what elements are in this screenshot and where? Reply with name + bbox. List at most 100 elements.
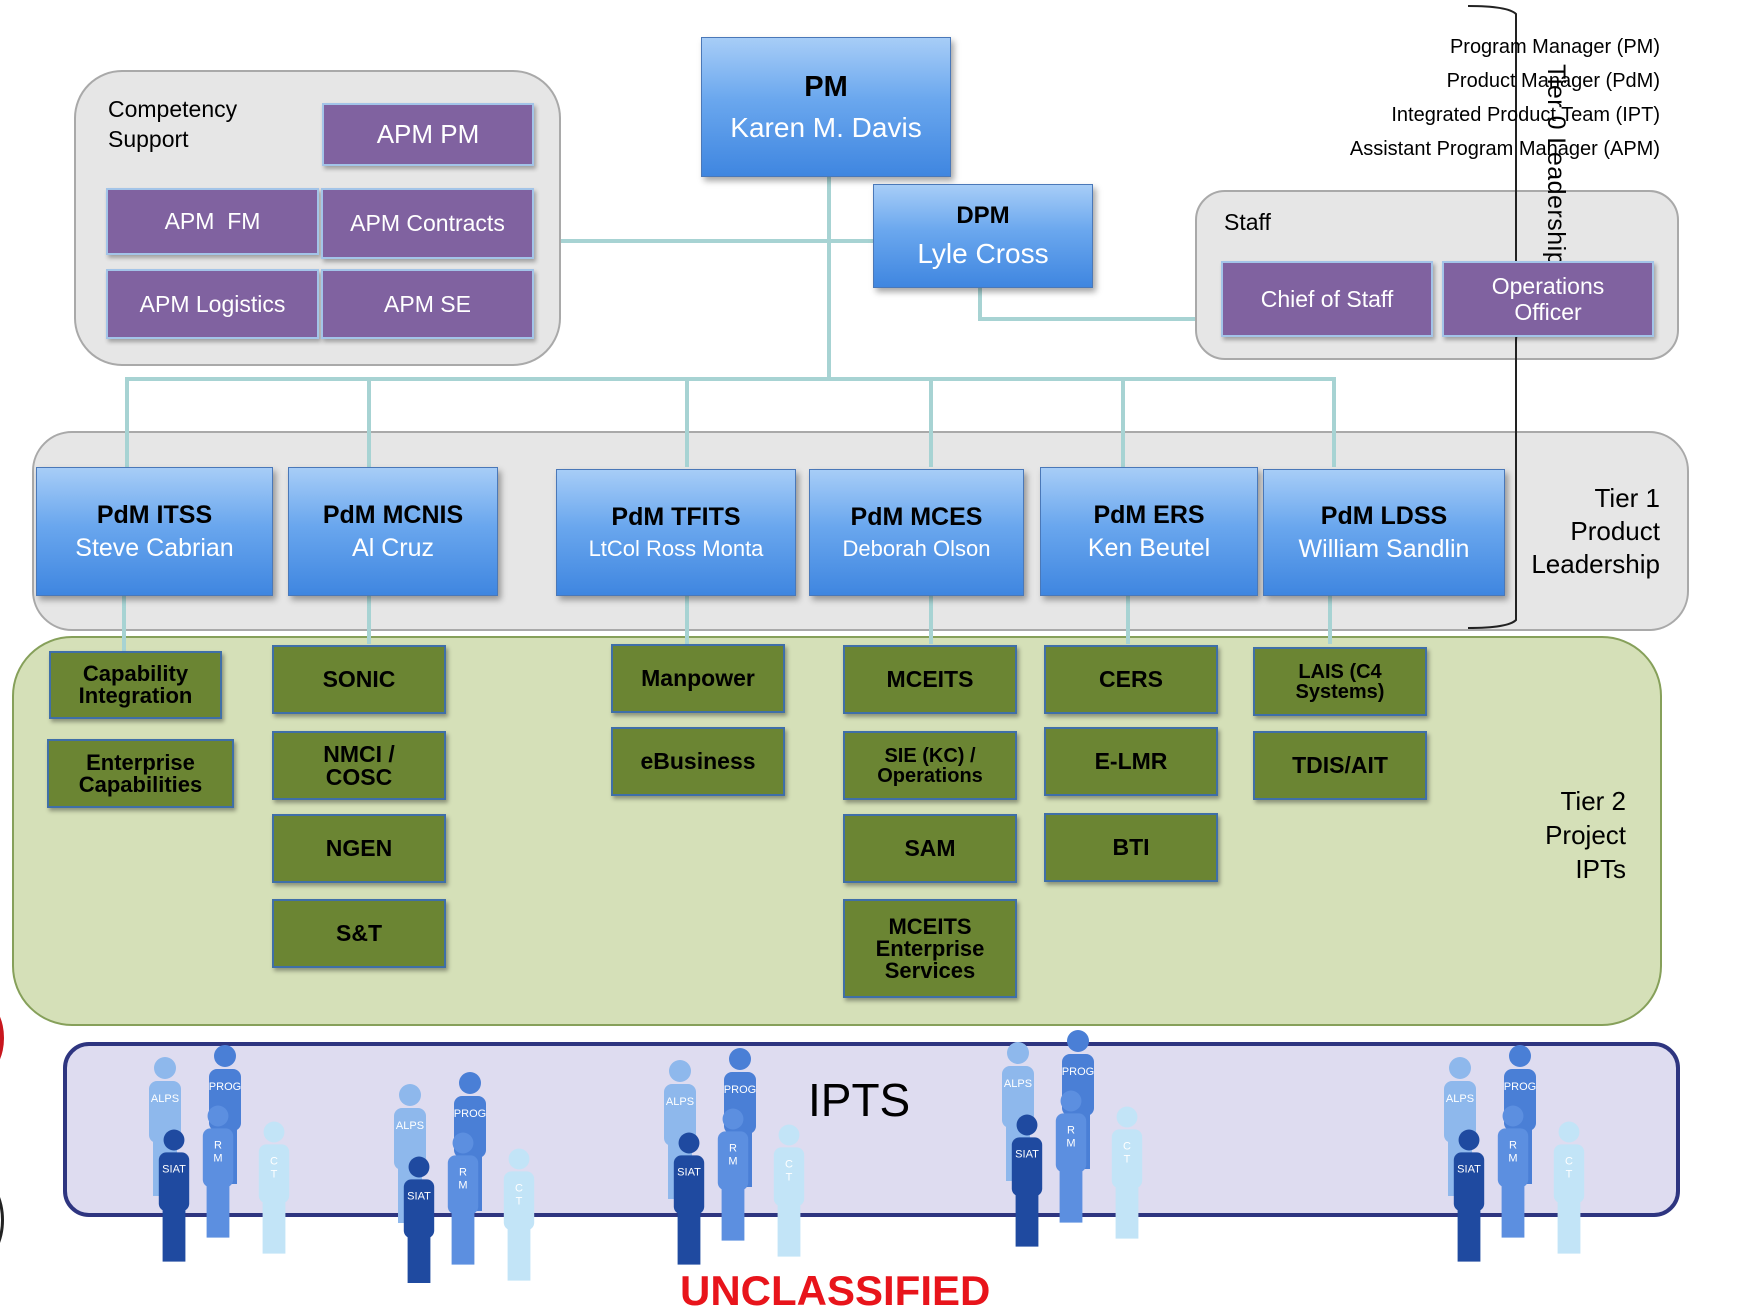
connector-staff-v [978, 287, 982, 321]
pdm-name: Deborah Olson [842, 536, 991, 561]
svg-text:R: R [459, 1166, 467, 1178]
ipt-ngen[interactable]: NGEN [272, 814, 446, 883]
legend-item: Program Manager (PM) [1449, 36, 1660, 58]
connector-ldss [1332, 377, 1336, 467]
pdm-mcnis-box[interactable]: PdM MCNIS Al Cruz [288, 467, 498, 596]
ipt-sonic[interactable]: SONIC [272, 645, 446, 714]
dpm-box[interactable]: DPM Lyle Cross [873, 184, 1093, 288]
people-group-2-ct: CT [503, 1148, 535, 1281]
connector-tfits [685, 377, 689, 467]
ipt-bti[interactable]: BTI [1044, 813, 1218, 882]
svg-text:ALPS: ALPS [1004, 1078, 1032, 1090]
competency-label: Competency Support [108, 96, 238, 152]
svg-text:C: C [1123, 1140, 1131, 1152]
staff-label: Staff [1224, 209, 1271, 235]
pdm-name: Steve Cabrian [75, 533, 234, 562]
dpm-name: Lyle Cross [917, 238, 1049, 269]
people-illustrations: ALPSPROGRMSIATCTALPSPROGRMSIATCTALPSPROG… [149, 1030, 1585, 1283]
svg-text:ALPS: ALPS [666, 1096, 694, 1108]
ipt-manpower[interactable]: Manpower [611, 644, 785, 713]
ipt-mceits[interactable]: MCEITS [843, 645, 1017, 714]
pdm-name: LtCol Ross Monta [588, 536, 764, 561]
people-group-4-rm: RM [1055, 1090, 1087, 1223]
tier2-label: Tier 2 Project IPTs [1545, 786, 1626, 884]
svg-text:R: R [214, 1139, 222, 1151]
pdm-mces-box[interactable]: PdM MCES Deborah Olson [809, 469, 1024, 596]
svg-text:T: T [1124, 1153, 1131, 1165]
pdm-ers-box[interactable]: PdM ERS Ken Beutel [1040, 467, 1258, 596]
seal-fragment-top [0, 1005, 4, 1071]
apm-pm-box[interactable]: APM PM [322, 103, 534, 166]
ipt-e-lmr[interactable]: E-LMR [1044, 727, 1218, 796]
pm-box[interactable]: PM Karen M. Davis [701, 37, 951, 177]
pdm-title: PdM TFITS [611, 503, 741, 531]
people-group-5-ct: CT [1553, 1121, 1585, 1254]
pdm-title: PdM ITSS [96, 500, 213, 529]
svg-text:PROG: PROG [209, 1081, 241, 1093]
svg-text:M: M [458, 1179, 467, 1191]
connector-ers-down [1126, 596, 1130, 644]
svg-text:PROG: PROG [1062, 1066, 1094, 1078]
ipt-sie-operations[interactable]: SIE (KC) / Operations [843, 731, 1017, 800]
pdm-title: PdM MCNIS [322, 500, 464, 529]
ipt-mceits-enterprise-services[interactable]: MCEITS Enterprise Services [843, 899, 1017, 998]
legend-item: Assistant Program Manager (APM) [1349, 138, 1660, 160]
svg-text:C: C [270, 1155, 278, 1167]
svg-text:SIAT: SIAT [677, 1166, 701, 1178]
svg-text:SIAT: SIAT [1457, 1163, 1481, 1175]
tier1-label: Tier 1 Product Leadership [1531, 483, 1660, 579]
svg-text:R: R [1509, 1139, 1517, 1151]
svg-text:PROG: PROG [454, 1108, 486, 1120]
svg-text:PROG: PROG [724, 1084, 756, 1096]
connector-itss-down [122, 596, 126, 652]
people-group-5-rm: RM [1497, 1105, 1529, 1238]
ipts-panel [63, 1042, 1680, 1217]
ipt-s-and-t[interactable]: S&T [272, 899, 446, 968]
svg-text:C: C [515, 1182, 523, 1194]
svg-text:PROG: PROG [1504, 1081, 1536, 1093]
svg-text:C: C [785, 1158, 793, 1170]
svg-text:SIAT: SIAT [1015, 1148, 1039, 1160]
ipt-sam[interactable]: SAM [843, 814, 1017, 883]
svg-text:SIAT: SIAT [407, 1190, 431, 1202]
pdm-tfits-box[interactable]: PdM TFITS LtCol Ross Monta [556, 469, 796, 596]
people-group-1-siat: SIAT [158, 1129, 190, 1262]
people-group-5-siat: SIAT [1453, 1129, 1485, 1262]
apm-se-box[interactable]: APM SE [321, 269, 534, 339]
legend-item: Product Manager (PdM) [1446, 70, 1660, 92]
people-group-3-ct: CT [773, 1124, 805, 1257]
ipt-ebusiness[interactable]: eBusiness [611, 727, 785, 796]
connector-tier1-bus [125, 377, 1336, 381]
ipt-enterprise-capabilities[interactable]: Enterprise Capabilities [47, 739, 234, 808]
operations-officer-box[interactable]: Operations Officer [1442, 261, 1654, 337]
ipt-cers[interactable]: CERS [1044, 645, 1218, 714]
connector-ldss-down [1328, 596, 1332, 644]
connector-pm-trunk [827, 176, 831, 380]
ipt-tdis-ait[interactable]: TDIS/AIT [1253, 731, 1427, 800]
people-group-4-siat: SIAT [1011, 1114, 1043, 1247]
connector-mces-down [929, 596, 933, 644]
apm-fm-box[interactable]: APM FM [106, 188, 319, 255]
chief-of-staff-box[interactable]: Chief of Staff [1221, 261, 1433, 337]
pm-name: Karen M. Davis [730, 111, 922, 143]
svg-text:R: R [729, 1142, 737, 1154]
people-group-3-rm: RM [717, 1108, 749, 1241]
ipt-nmci-cosc[interactable]: NMCI / COSC [272, 731, 446, 800]
ipt-lais[interactable]: LAIS (C4 Systems) [1253, 647, 1427, 716]
ipts-label: IPTS [808, 1074, 911, 1126]
apm-logistics-box[interactable]: APM Logistics [106, 269, 319, 339]
ipt-capability-integration[interactable]: Capability Integration [49, 651, 222, 719]
svg-text:T: T [271, 1168, 278, 1180]
people-group-1-ct: CT [258, 1121, 290, 1254]
pdm-itss-box[interactable]: PdM ITSS Steve Cabrian [36, 467, 273, 596]
svg-text:M: M [1066, 1137, 1075, 1149]
svg-text:T: T [516, 1195, 523, 1207]
pdm-ldss-box[interactable]: PdM LDSS William Sandlin [1263, 469, 1505, 596]
pdm-name: Ken Beutel [1087, 533, 1211, 562]
svg-text:R: R [1067, 1124, 1075, 1136]
people-group-4-ct: CT [1111, 1106, 1143, 1239]
pdm-title: PdM ERS [1093, 500, 1205, 529]
svg-text:M: M [213, 1152, 222, 1164]
apm-contracts-box[interactable]: APM Contracts [321, 188, 534, 259]
svg-text:ALPS: ALPS [151, 1093, 179, 1105]
